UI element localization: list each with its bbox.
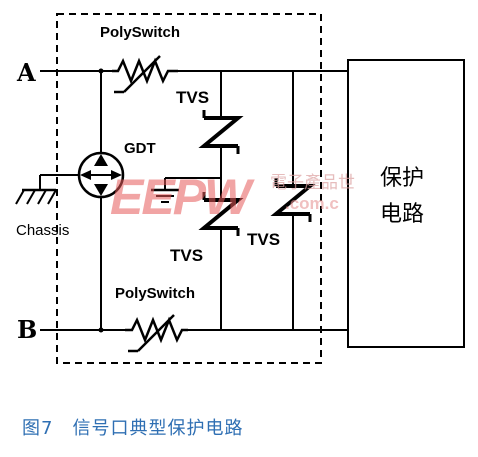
junction-dot: [98, 68, 104, 74]
protected-circuit-label-line1: 保护: [380, 166, 425, 191]
terminal-b-label: B: [17, 315, 38, 344]
polyswitch-top-label: PolySwitch: [100, 24, 181, 41]
junction-dot: [98, 327, 104, 333]
gdt-label: GDT: [124, 140, 156, 157]
tvs-right-label: TVS: [247, 230, 281, 249]
terminal-a-label: A: [17, 58, 36, 87]
tvs-middle-label: TVS: [170, 246, 204, 265]
signal-ground-symbol: [151, 177, 221, 203]
protected-circuit-box: [347, 59, 465, 348]
protection-boundary: [56, 13, 322, 364]
watermark-logo: EEPW: [110, 169, 251, 225]
chassis-label: Chassis: [16, 222, 70, 239]
polyswitch-bottom-label: PolySwitch: [115, 285, 196, 302]
watermark-url: .com.c: [285, 194, 339, 213]
figure-caption: 图7 信号口典型保护电路: [22, 418, 244, 439]
watermark-chinese-text: 電子產品世: [270, 173, 355, 193]
chassis-ground-symbol: [15, 174, 79, 205]
tvs-top-label: TVS: [176, 88, 210, 107]
polyswitch-bottom-symbol: [125, 314, 188, 353]
protected-circuit-label-line2: 电路: [380, 202, 425, 227]
polyswitch-top-symbol: [112, 55, 178, 94]
